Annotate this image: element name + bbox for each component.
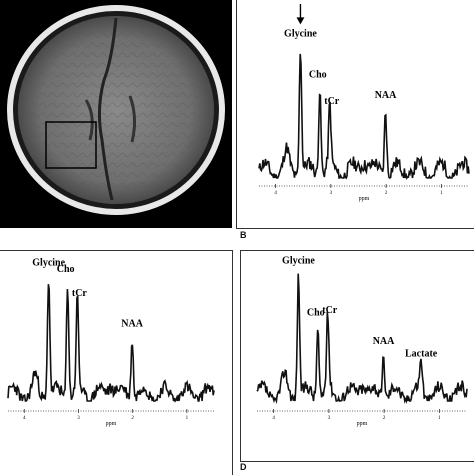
interhemispheric-fissure bbox=[97, 17, 118, 201]
spectrum-line-b bbox=[258, 53, 470, 180]
peak-label-d-lactate: Lactate bbox=[405, 349, 438, 360]
x-tick-label-c-1: 1 bbox=[186, 416, 189, 421]
peak-label-c-naa: NAA bbox=[121, 319, 143, 330]
mri-panel bbox=[0, 0, 232, 228]
peak-label-b-cho: Cho bbox=[309, 69, 327, 80]
peak-label-d-naa: NAA bbox=[373, 336, 395, 347]
x-tick-label-b-2: 2 bbox=[385, 191, 388, 196]
spectrum-line-d bbox=[256, 273, 468, 405]
peak-label-d-tcr: tCr bbox=[322, 305, 338, 316]
panel-letter-b: B bbox=[240, 230, 247, 240]
peak-label-b-tcr: tCr bbox=[324, 96, 340, 107]
peak-label-d-glycine: Glycine bbox=[282, 256, 315, 267]
x-tick-label-d-2: 2 bbox=[383, 416, 386, 421]
peak-label-c-tcr: tCr bbox=[72, 288, 88, 299]
peak-label-b-glycine: Glycine bbox=[284, 28, 317, 39]
x-tick-label-d-4: 4 bbox=[272, 416, 275, 421]
x-tick-label-c-2: 2 bbox=[131, 416, 134, 421]
x-tick-label-d-3: 3 bbox=[328, 416, 331, 421]
x-axis-label-b: ppm bbox=[359, 196, 370, 202]
brain-gyri-texture bbox=[18, 16, 214, 204]
voxel-region-box bbox=[45, 121, 97, 169]
x-tick-label-b-1: 1 bbox=[440, 191, 443, 196]
arrow-head bbox=[296, 17, 305, 25]
peak-label-c-glycine: Glycine bbox=[32, 258, 65, 269]
spectrum-line-c bbox=[7, 284, 215, 403]
x-tick-label-d-1: 1 bbox=[438, 416, 441, 421]
peak-label-b-naa: NAA bbox=[375, 90, 397, 101]
ventricle-left bbox=[84, 99, 94, 141]
ventricle-right bbox=[128, 95, 137, 143]
x-tick-label-c-4: 4 bbox=[23, 416, 26, 421]
x-axis-label-d: ppm bbox=[357, 421, 368, 427]
panel-letter-d: D bbox=[240, 462, 247, 472]
x-tick-label-b-3: 3 bbox=[330, 191, 333, 196]
x-tick-label-b-4: 4 bbox=[274, 191, 277, 196]
peak-label-c-cho: Cho bbox=[57, 264, 75, 275]
peak-label-d-cho: Cho bbox=[307, 308, 325, 319]
x-axis-label-c: ppm bbox=[106, 421, 117, 427]
mri-image bbox=[7, 5, 225, 215]
x-tick-label-c-3: 3 bbox=[77, 416, 80, 421]
